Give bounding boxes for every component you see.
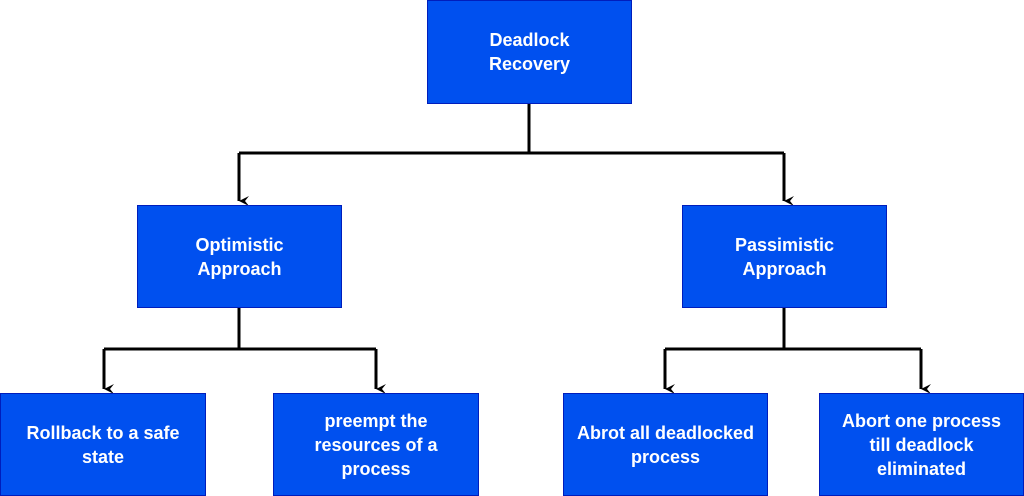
node-abrot-all-deadlocked[interactable]: Abrot all deadlocked process	[563, 393, 768, 496]
node-label: preempt the resources of a process	[314, 410, 438, 479]
node-optimistic-approach[interactable]: Optimistic Approach	[137, 205, 342, 308]
node-label: Optimistic Approach	[195, 234, 284, 279]
edge-optimistic-to-children	[104, 308, 376, 351]
node-label: Abort one process till deadlock eliminat…	[841, 410, 1002, 479]
node-abort-one-process[interactable]: Abort one process till deadlock eliminat…	[819, 393, 1024, 496]
node-label: Rollback to a safe state	[26, 422, 180, 467]
node-rollback-safe-state[interactable]: Rollback to a safe state	[0, 393, 206, 496]
node-label: Abrot all deadlocked process	[576, 422, 755, 467]
node-deadlock-recovery[interactable]: Deadlock Recovery	[427, 0, 632, 104]
edge-root-to-branches	[239, 104, 784, 155]
node-preempt-resources[interactable]: preempt the resources of a process	[273, 393, 479, 496]
edge-passimistic-to-children	[665, 308, 921, 351]
node-label: Passimistic Approach	[734, 234, 835, 279]
node-passimistic-approach[interactable]: Passimistic Approach	[682, 205, 887, 308]
node-label: Deadlock Recovery	[488, 30, 571, 74]
